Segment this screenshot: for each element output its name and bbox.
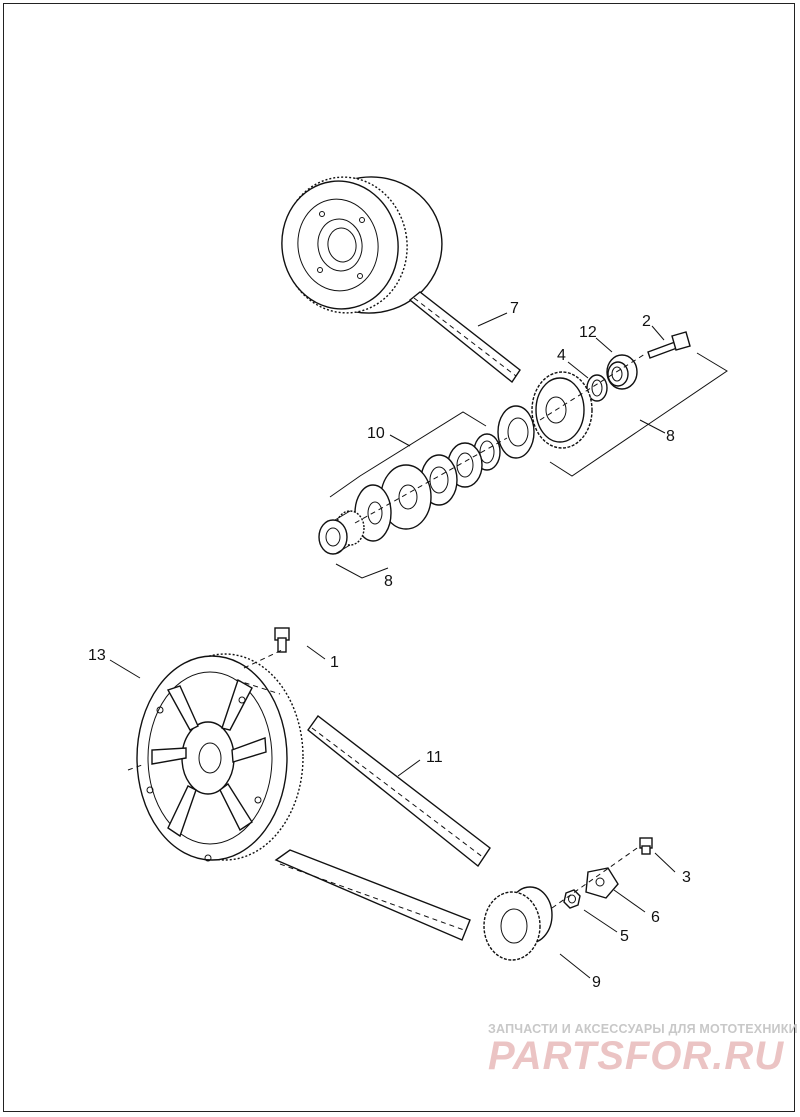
centerlines (127, 353, 646, 909)
spring-washer-stack (354, 433, 501, 542)
callout-10: 10 (367, 425, 385, 442)
callout-5: 5 (620, 928, 629, 945)
primary-chain (408, 291, 521, 384)
bolt-1 (274, 627, 290, 653)
watermark-tagline: ЗАПЧАСТИ И АКСЕССУАРЫ ДЛЯ МОТОТЕХНИКИ (488, 1022, 798, 1036)
callout-6: 6 (651, 909, 660, 926)
transmission-sprocket (483, 886, 553, 961)
washer-12 (606, 354, 638, 390)
callout-9: 9 (592, 974, 601, 991)
callout-8-upper: 8 (666, 428, 675, 445)
compensator-sprocket (497, 371, 593, 459)
drawing-border (3, 3, 795, 1112)
watermark-logo: PARTSFOR.RU (488, 1034, 785, 1078)
callout-labels: 7 2 12 4 8 10 8 1 13 11 3 6 5 9 (88, 300, 691, 991)
callout-12: 12 (579, 324, 597, 341)
drive-belt (274, 715, 491, 941)
callout-8-lower: 8 (384, 573, 393, 590)
callout-7: 7 (510, 300, 519, 317)
callout-4: 4 (557, 347, 566, 364)
screw-3 (639, 837, 653, 855)
rear-pulley (136, 653, 304, 862)
lock-plate-6 (585, 867, 619, 899)
callout-13: 13 (88, 647, 106, 664)
callout-2: 2 (642, 313, 651, 330)
bolt-2 (647, 331, 691, 359)
callout-3: 3 (682, 869, 691, 886)
nut-5 (563, 889, 581, 909)
callout-11: 11 (426, 749, 443, 766)
callout-1: 1 (330, 654, 339, 671)
clutch-shell (281, 176, 443, 314)
splined-hub (318, 510, 365, 555)
leader-lines (109, 312, 728, 979)
